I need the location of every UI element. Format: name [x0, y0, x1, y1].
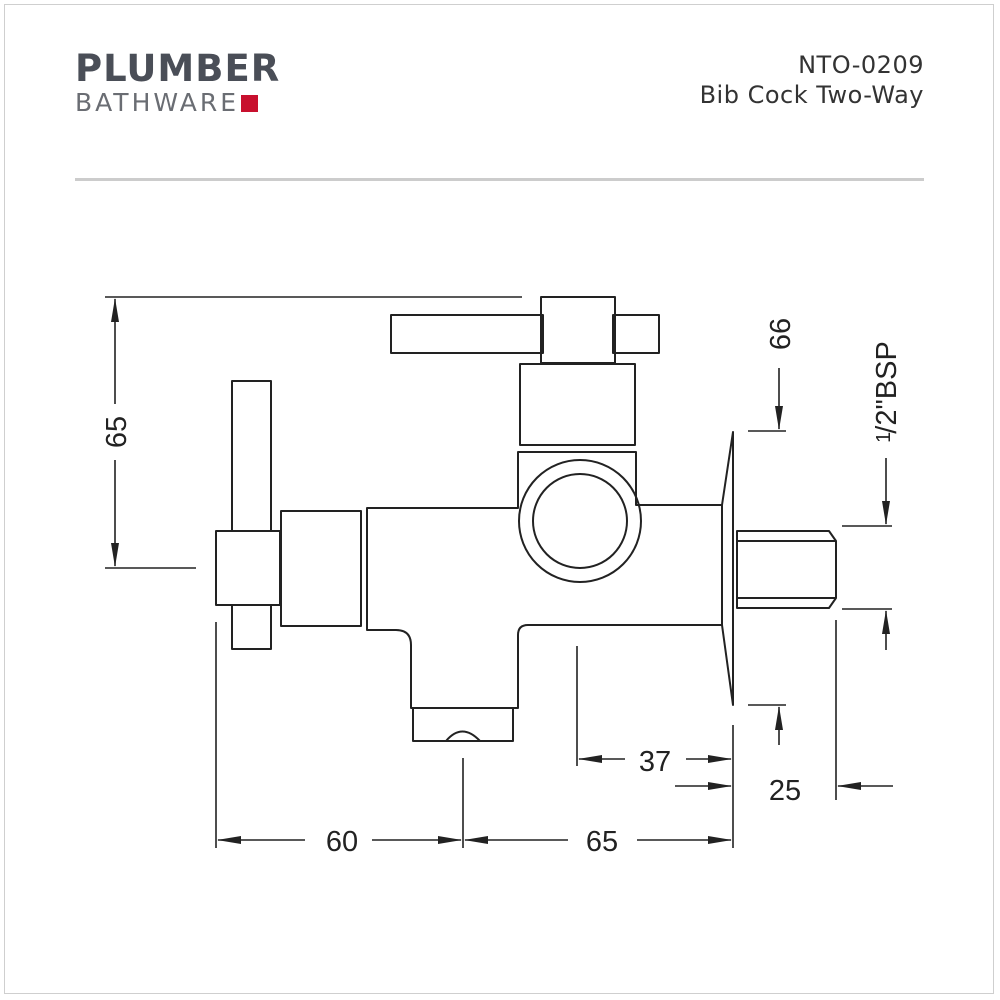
brand-logo: PLUMBER BATHWARE — [75, 50, 280, 117]
dim-label-height-65: 65 — [101, 416, 133, 448]
top-handle-hub — [540, 296, 616, 364]
dim-label-65-bottom: 65 — [586, 826, 618, 858]
brand-name-bottom: BATHWARE — [75, 88, 240, 117]
dim-label-thread-suffix: "BSP — [871, 341, 903, 409]
dim-label-25: 25 — [769, 775, 801, 807]
brand-name-top: PLUMBER — [75, 47, 281, 90]
outlet-ring-outer — [518, 459, 642, 583]
outlet-ring-inner — [532, 473, 628, 569]
brand-name-bottom-row: BATHWARE — [75, 89, 280, 117]
faucet-outline — [215, 296, 837, 742]
bottom-spout — [412, 708, 514, 742]
bottom-spout-opening — [445, 730, 481, 742]
dim-label-66: 66 — [765, 318, 797, 350]
dim-label-thread-denominator: 2 — [871, 410, 903, 426]
top-handle-lever-right — [612, 314, 660, 354]
dimension-labels: 65 66 1/2"BSP 60 65 37 25 — [101, 318, 903, 858]
brand-accent-square — [241, 94, 259, 112]
top-bonnet — [519, 363, 636, 446]
threaded-inlet — [736, 530, 837, 609]
dimension-lines — [105, 296, 893, 848]
product-name: Bib Cock Two-Way — [699, 81, 924, 109]
page-frame — [4, 4, 994, 994]
dim-label-thread-numerator: 1 — [873, 432, 895, 443]
product-info: NTO-0209 Bib Cock Two-Way — [700, 50, 924, 110]
top-handle-lever-left — [390, 314, 544, 354]
dim-label-37: 37 — [639, 746, 671, 778]
left-handle-hub — [215, 530, 281, 606]
left-nut — [280, 510, 362, 627]
left-handle-lever-bottom — [231, 604, 272, 650]
header-divider — [75, 178, 924, 181]
product-code: NTO-0209 — [798, 51, 924, 79]
valve-body — [366, 451, 723, 709]
left-handle-lever-top — [231, 380, 272, 532]
dim-label-60: 60 — [326, 826, 358, 858]
wall-flange — [721, 431, 734, 706]
dim-label-thread: 1/2"BSP — [871, 341, 903, 443]
